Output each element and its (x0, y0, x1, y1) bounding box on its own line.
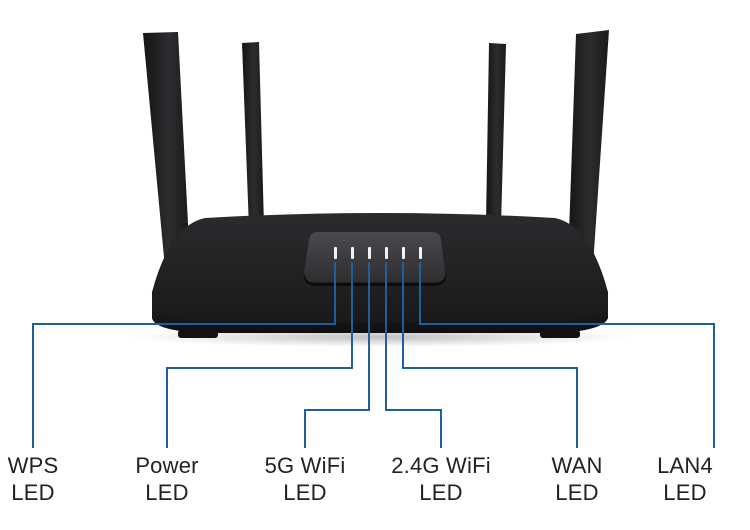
callout-24g-wifi-name: 2.4G WiFi (391, 453, 491, 478)
callout-wan-sub: LED (555, 480, 599, 505)
router-foot-left (178, 330, 218, 338)
led-5g (368, 247, 371, 259)
callout-24g-wifi: 2.4G WiFi LED (376, 452, 506, 506)
callout-power-name: Power (135, 453, 199, 478)
led-wan (402, 247, 405, 259)
leader-line-wan (402, 262, 578, 448)
callout-wps-sub: LED (11, 480, 55, 505)
leader-line-5g (304, 262, 370, 448)
antenna-far-left (143, 32, 190, 268)
led-24g (385, 247, 388, 259)
led-lan4 (419, 247, 422, 259)
led-panel-shadow (303, 272, 447, 286)
antenna-far-right (568, 30, 609, 266)
antenna-inner-right (486, 43, 506, 226)
callout-lan4-name: LAN4 (657, 453, 713, 478)
router-foot-right (540, 330, 580, 338)
callout-5g-wifi-name: 5G WiFi (264, 453, 346, 478)
callout-wps: WPS LED (0, 452, 98, 506)
callout-power-sub: LED (145, 480, 189, 505)
leader-line-24g (385, 262, 442, 448)
leader-lines (32, 262, 715, 448)
leader-line-power (166, 262, 353, 448)
leader-line-wps (32, 262, 336, 448)
callout-5g-wifi: 5G WiFi LED (240, 452, 370, 506)
led-indicators (334, 247, 422, 259)
led-panel (303, 232, 446, 282)
callout-power: Power LED (102, 452, 232, 506)
callout-wan-name: WAN (551, 453, 603, 478)
callout-5g-wifi-sub: LED (283, 480, 327, 505)
antenna-inner-left (242, 42, 264, 228)
leader-line-lan4 (419, 262, 715, 448)
callout-lan4: LAN4 LED (620, 452, 750, 506)
callout-lan4-sub: LED (663, 480, 707, 505)
callout-wps-name: WPS (7, 453, 59, 478)
callout-wan: WAN LED (512, 452, 642, 506)
led-power (351, 247, 354, 259)
callout-24g-wifi-sub: LED (419, 480, 463, 505)
led-wps (334, 247, 337, 259)
